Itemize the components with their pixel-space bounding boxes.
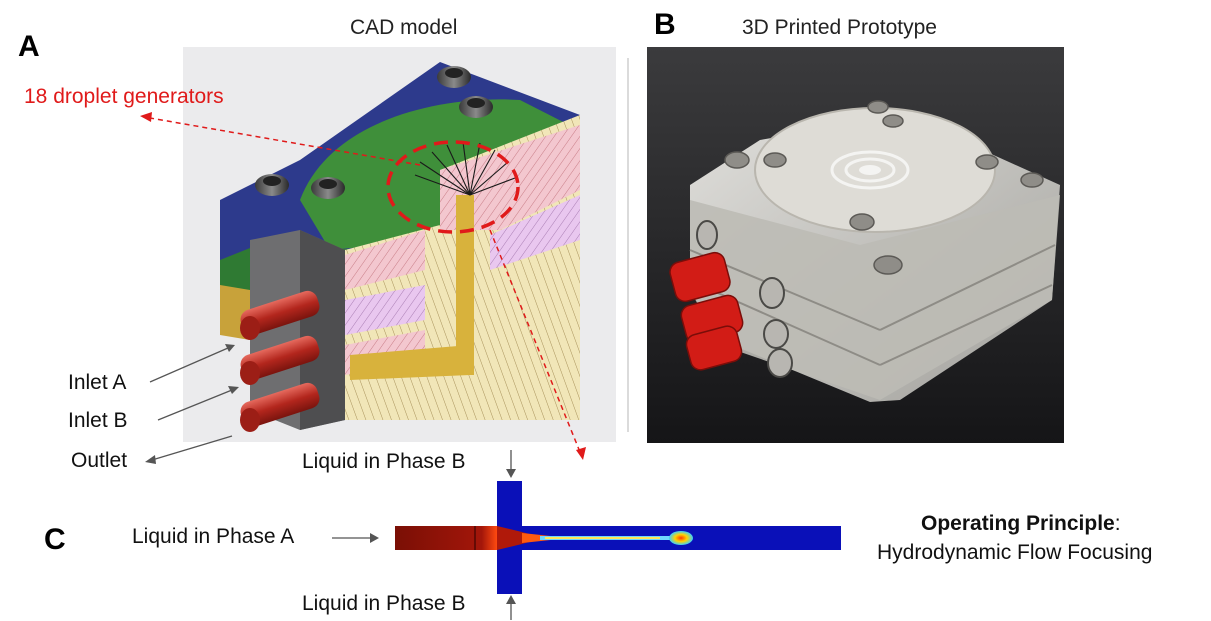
liquid-phase-b-top-label: Liquid in Phase B [302, 450, 466, 473]
inlet-b-label: Inlet B [68, 409, 128, 432]
annotation-arrows [140, 112, 586, 464]
panel-a-caption: CAD model [350, 16, 458, 39]
liquid-phase-b-bottom-label: Liquid in Phase B [302, 592, 466, 615]
operating-principle-colon: : [1114, 512, 1121, 535]
outlet-label: Outlet [71, 449, 128, 472]
prototype-photo [647, 47, 1064, 443]
panel-b-letter: B [654, 8, 676, 41]
flow-focusing-simulation [332, 450, 841, 620]
inlet-a-label: Inlet A [68, 371, 127, 394]
liquid-phase-a-label: Liquid in Phase A [132, 525, 295, 548]
panel-c-letter: C [44, 523, 66, 556]
panel-a-letter: A [18, 30, 40, 63]
droplet-generators-label: 18 droplet generators [24, 85, 224, 108]
panel-b-caption: 3D Printed Prototype [742, 16, 937, 39]
cad-fittings [240, 290, 320, 432]
cad-model-illustration [183, 47, 616, 442]
operating-principle-heading: Operating Principle: [921, 512, 1121, 536]
cad-bolts [255, 66, 493, 199]
operating-principle-title: Operating Principle [921, 512, 1115, 535]
operating-principle-subtitle: Hydrodynamic Flow Focusing [877, 541, 1153, 564]
